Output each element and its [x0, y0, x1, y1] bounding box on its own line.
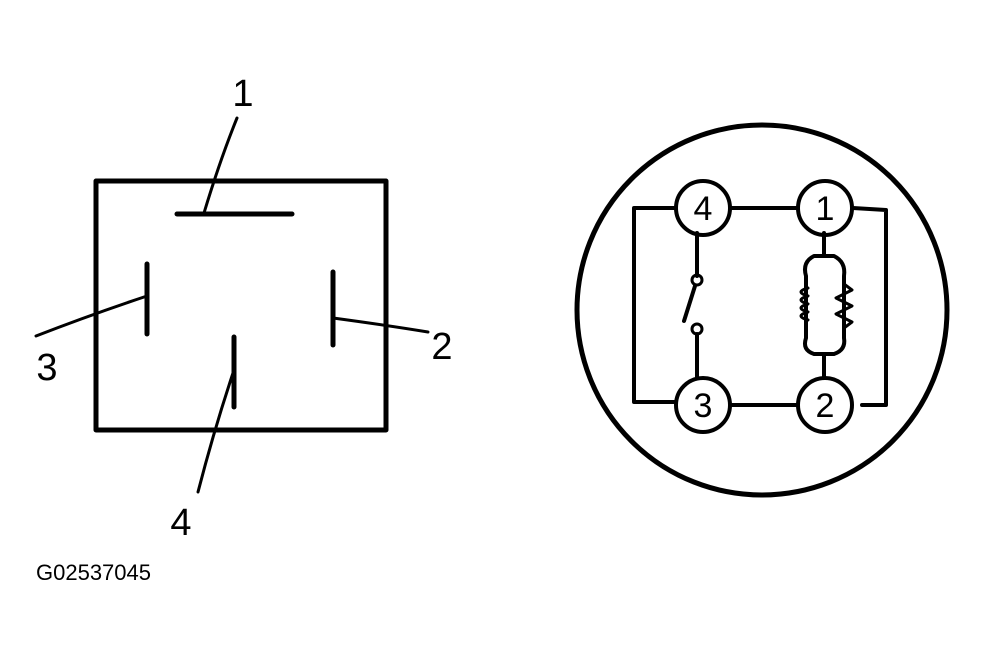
coil-housing [803, 254, 847, 356]
schematic-terminal-4: 4 [674, 179, 732, 237]
terminal-label-2: 2 [431, 326, 452, 368]
switch-contact-top [690, 273, 704, 287]
terminal-label-1: 1 [232, 73, 253, 115]
right-bracket-wire [851, 206, 888, 407]
schematic-terminal-label-3: 3 [694, 387, 713, 425]
schematic-terminal-1: 1 [796, 179, 854, 237]
relay-terminal-view: 1 2 3 4 [34, 73, 453, 544]
schematic-terminal-label-1: 1 [816, 190, 835, 228]
schematic-terminal-2: 2 [796, 376, 854, 434]
figure-code: G02537045 [36, 560, 151, 585]
resistor-zigzag-icon [834, 282, 854, 330]
schematic-outline-circle [574, 122, 950, 498]
terminal-label-4: 4 [170, 502, 191, 544]
left-bracket-wire [632, 206, 678, 404]
coil-winding-icon [799, 286, 810, 322]
schematic-terminal-3: 3 [674, 376, 732, 434]
relay-schematic-view: 4 1 3 2 [574, 122, 950, 498]
relay-body-outline [93, 178, 389, 433]
leader-line-3 [34, 294, 149, 338]
switch-arm [682, 284, 697, 323]
leader-line-1 [202, 116, 239, 215]
schematic-terminal-label-2: 2 [816, 387, 835, 425]
terminal-label-3: 3 [36, 347, 57, 389]
leader-line-2 [331, 316, 430, 334]
schematic-terminal-label-4: 4 [694, 190, 713, 228]
leader-line-4 [196, 368, 236, 494]
